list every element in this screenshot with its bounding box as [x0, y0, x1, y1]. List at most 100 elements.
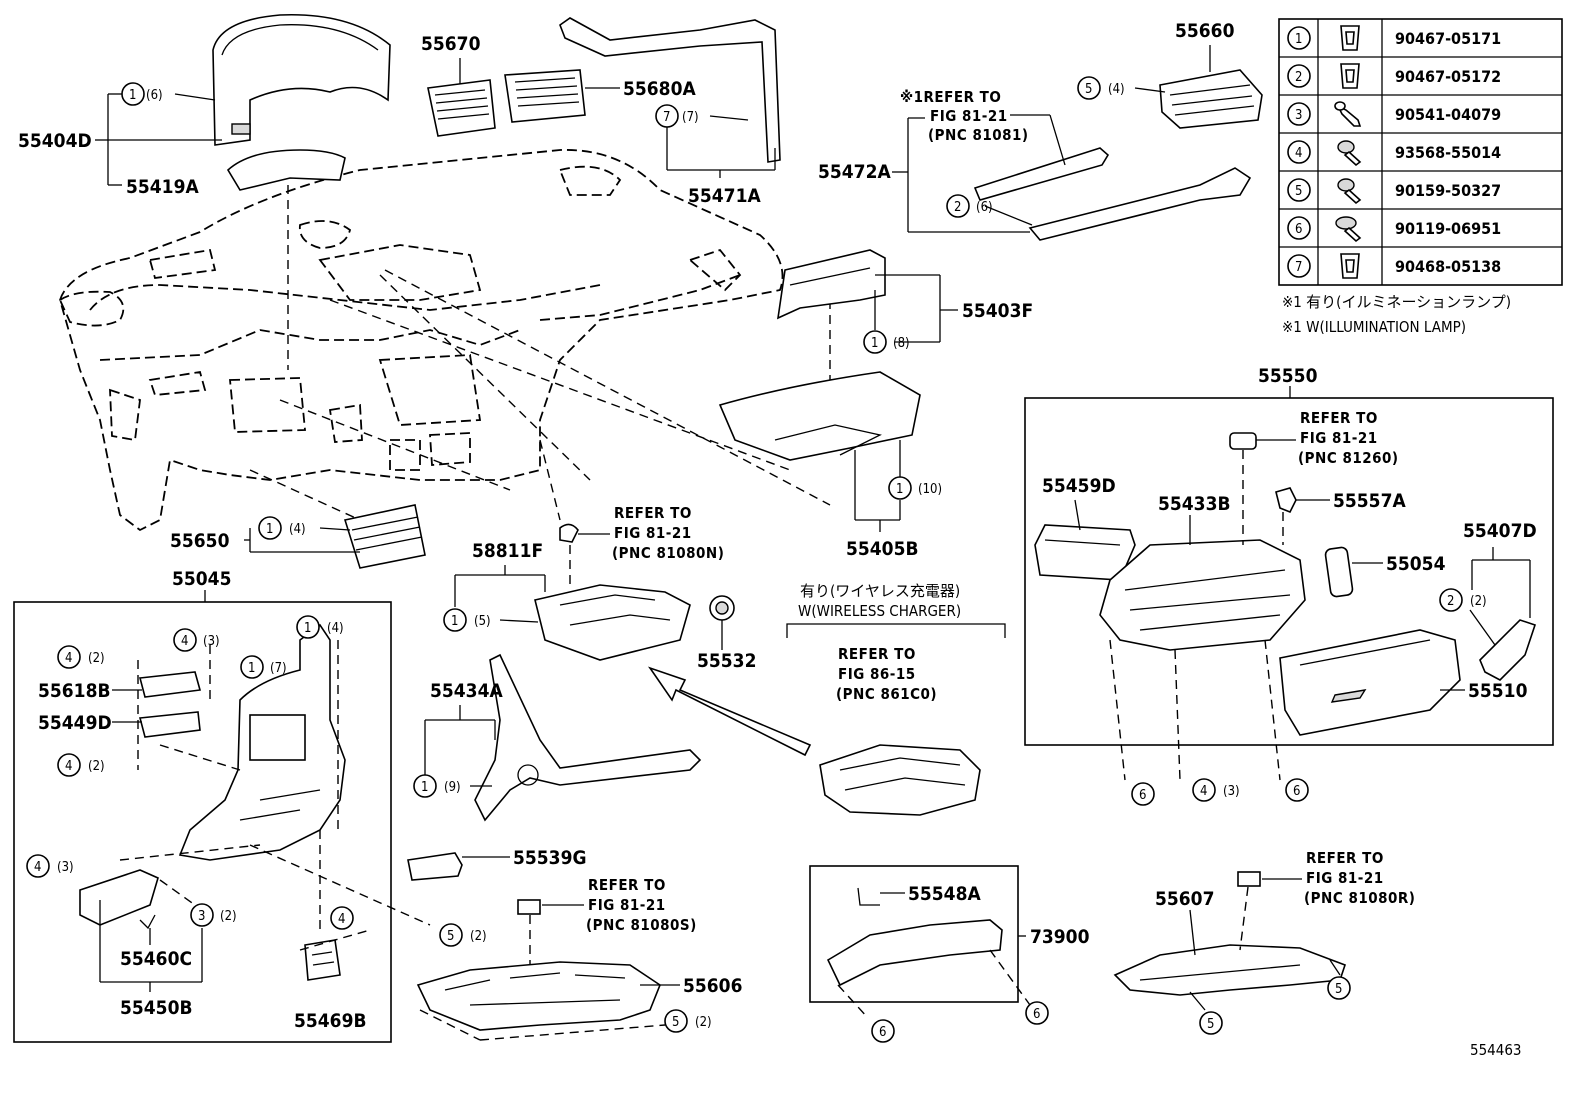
part-55471A-garnish: 55471A: [559, 17, 781, 207]
svg-text:FIG 81-21: FIG 81-21: [1300, 429, 1378, 447]
arrow-wireless-charger: [647, 666, 812, 757]
part-55660-vent: 55660: [1134, 20, 1263, 129]
svg-text:4: 4: [338, 912, 345, 927]
callout-6-c: 6: [1131, 782, 1155, 806]
svg-text:(PNC 81080R): (PNC 81080R): [1304, 889, 1415, 907]
svg-text:(7): (7): [270, 661, 287, 676]
svg-text:5: 5: [672, 1015, 679, 1030]
svg-text:(4): (4): [1108, 82, 1125, 97]
screw-icon: [1337, 178, 1362, 205]
svg-text:FIG 81-21: FIG 81-21: [930, 107, 1008, 125]
clip-icon: [1340, 253, 1360, 279]
label-55650: 55650: [170, 530, 230, 552]
svg-text:(2): (2): [220, 909, 237, 924]
label-55459D: 55459D: [1042, 475, 1116, 497]
svg-text:4: 4: [181, 634, 188, 649]
svg-text:3: 3: [198, 909, 205, 924]
wireless-note-jp: 有り(ワイヤレス充電器): [800, 582, 960, 600]
part-55607: REFER TO FIG 81-21 (PNC 81080R) 55607: [1113, 849, 1415, 1011]
part-lower-panel: [178, 623, 346, 861]
callout-4-qty2-a: 4 (2): [57, 645, 105, 669]
fastener-key: 6: [1295, 222, 1302, 237]
fastener-key: 7: [1295, 260, 1302, 275]
svg-text:(2): (2): [470, 929, 487, 944]
svg-text:(PNC 81260): (PNC 81260): [1298, 449, 1399, 467]
label-55472A: 55472A: [818, 161, 891, 183]
label-55660: 55660: [1175, 20, 1235, 42]
fastener-key-circle: [1287, 216, 1311, 240]
svg-text:5: 5: [1335, 982, 1342, 997]
label-55404D: 55404D: [18, 130, 92, 152]
callout-5-a: 5: [1199, 1011, 1223, 1035]
illustration-id: 554463: [1470, 1041, 1522, 1059]
label-55680A: 55680A: [623, 78, 696, 100]
part-55407D: 55407D: [1463, 520, 1537, 681]
bolt-icon: [1335, 216, 1362, 243]
fastener-key: 1: [1295, 32, 1302, 47]
svg-text:4: 4: [65, 651, 72, 666]
svg-text:6: 6: [1293, 784, 1300, 799]
part-55539G: 55539G: [407, 847, 587, 881]
part-55434A: 55434A: [424, 653, 702, 822]
svg-text:REFER TO: REFER TO: [588, 876, 666, 894]
screw-icon: [1337, 140, 1362, 167]
svg-text:FIG 81-21: FIG 81-21: [614, 524, 692, 542]
callout-4-qty2-b: 4 (2): [57, 753, 105, 777]
label-55670: 55670: [421, 33, 481, 55]
label-55449D: 55449D: [38, 712, 112, 734]
callout-1-qty9: 1 (9): [413, 774, 461, 798]
fastener-part-number: 90541-04079: [1395, 105, 1501, 124]
svg-text:(3): (3): [57, 860, 74, 875]
svg-text:1: 1: [451, 614, 458, 629]
callout-1-qty7: 1 (7): [240, 655, 287, 679]
part-55449D: 55449D: [38, 711, 201, 738]
svg-text:(PNC 81080S): (PNC 81080S): [586, 916, 697, 934]
pin-icon: [1334, 101, 1362, 127]
box-73900: 73900 55548A: [809, 865, 1090, 1019]
svg-text:(2): (2): [1470, 594, 1487, 609]
part-55469B: 55469B: [294, 939, 367, 1032]
callout-5-b: 5: [1327, 976, 1351, 1000]
svg-text:(6): (6): [976, 200, 993, 215]
svg-text:6: 6: [1033, 1007, 1040, 1022]
part-55510-glove-door: 55510: [1279, 629, 1528, 736]
svg-text:(4): (4): [289, 522, 306, 537]
svg-text:(PNC 81081): (PNC 81081): [928, 126, 1029, 144]
callout-1-qty8: 1 (8): [863, 330, 910, 354]
label-55618B: 55618B: [38, 680, 111, 702]
callout-1-qty4-b: 1 (4): [296, 615, 344, 639]
fastener-part-number: 90467-05171: [1395, 29, 1501, 48]
svg-text:4: 4: [1200, 784, 1207, 799]
callout-2-qty6: 2 (6): [946, 194, 993, 218]
svg-text:(4): (4): [327, 621, 344, 636]
fastener-key-circle: [1287, 140, 1311, 164]
part-55680A-vent: 55680A: [504, 69, 696, 123]
svg-text:(2): (2): [695, 1015, 712, 1030]
note-1-jp: ※1 有り(イルミネーションランプ): [1282, 293, 1511, 311]
part-55450B-pocket: 55460C 55450B: [79, 869, 203, 1019]
label-55405B: 55405B: [846, 538, 919, 560]
callout-1-qty5: 1 (5): [443, 608, 491, 632]
svg-text:5: 5: [1085, 82, 1092, 97]
part-55433B-glovebox-frame: 55433B: [1099, 493, 1306, 651]
svg-text:1: 1: [421, 780, 428, 795]
part-55618B: 55618B: [38, 671, 202, 702]
svg-text:5: 5: [1207, 1017, 1214, 1032]
label-55606: 55606: [683, 975, 742, 997]
dashboard-outline: [58, 149, 784, 532]
callout-6-d: 6: [1285, 778, 1309, 802]
svg-text:FIG 86-15: FIG 86-15: [838, 665, 916, 683]
label-55434A: 55434A: [430, 680, 503, 702]
callout-4-single: 4: [330, 906, 354, 930]
wireless-note-en: W(WIRELESS CHARGER): [798, 602, 961, 620]
part-55650-vent: 55650: [170, 504, 426, 569]
clip-icon: [1340, 63, 1360, 89]
svg-text:REFER TO: REFER TO: [1306, 849, 1384, 867]
callout-7-qty7: 7 (7): [655, 104, 699, 128]
svg-text:5: 5: [447, 929, 454, 944]
callout-1-qty6: 1 (6): [121, 82, 163, 106]
fastener-part-number: 90468-05138: [1395, 257, 1501, 276]
label-55539G: 55539G: [513, 847, 587, 869]
